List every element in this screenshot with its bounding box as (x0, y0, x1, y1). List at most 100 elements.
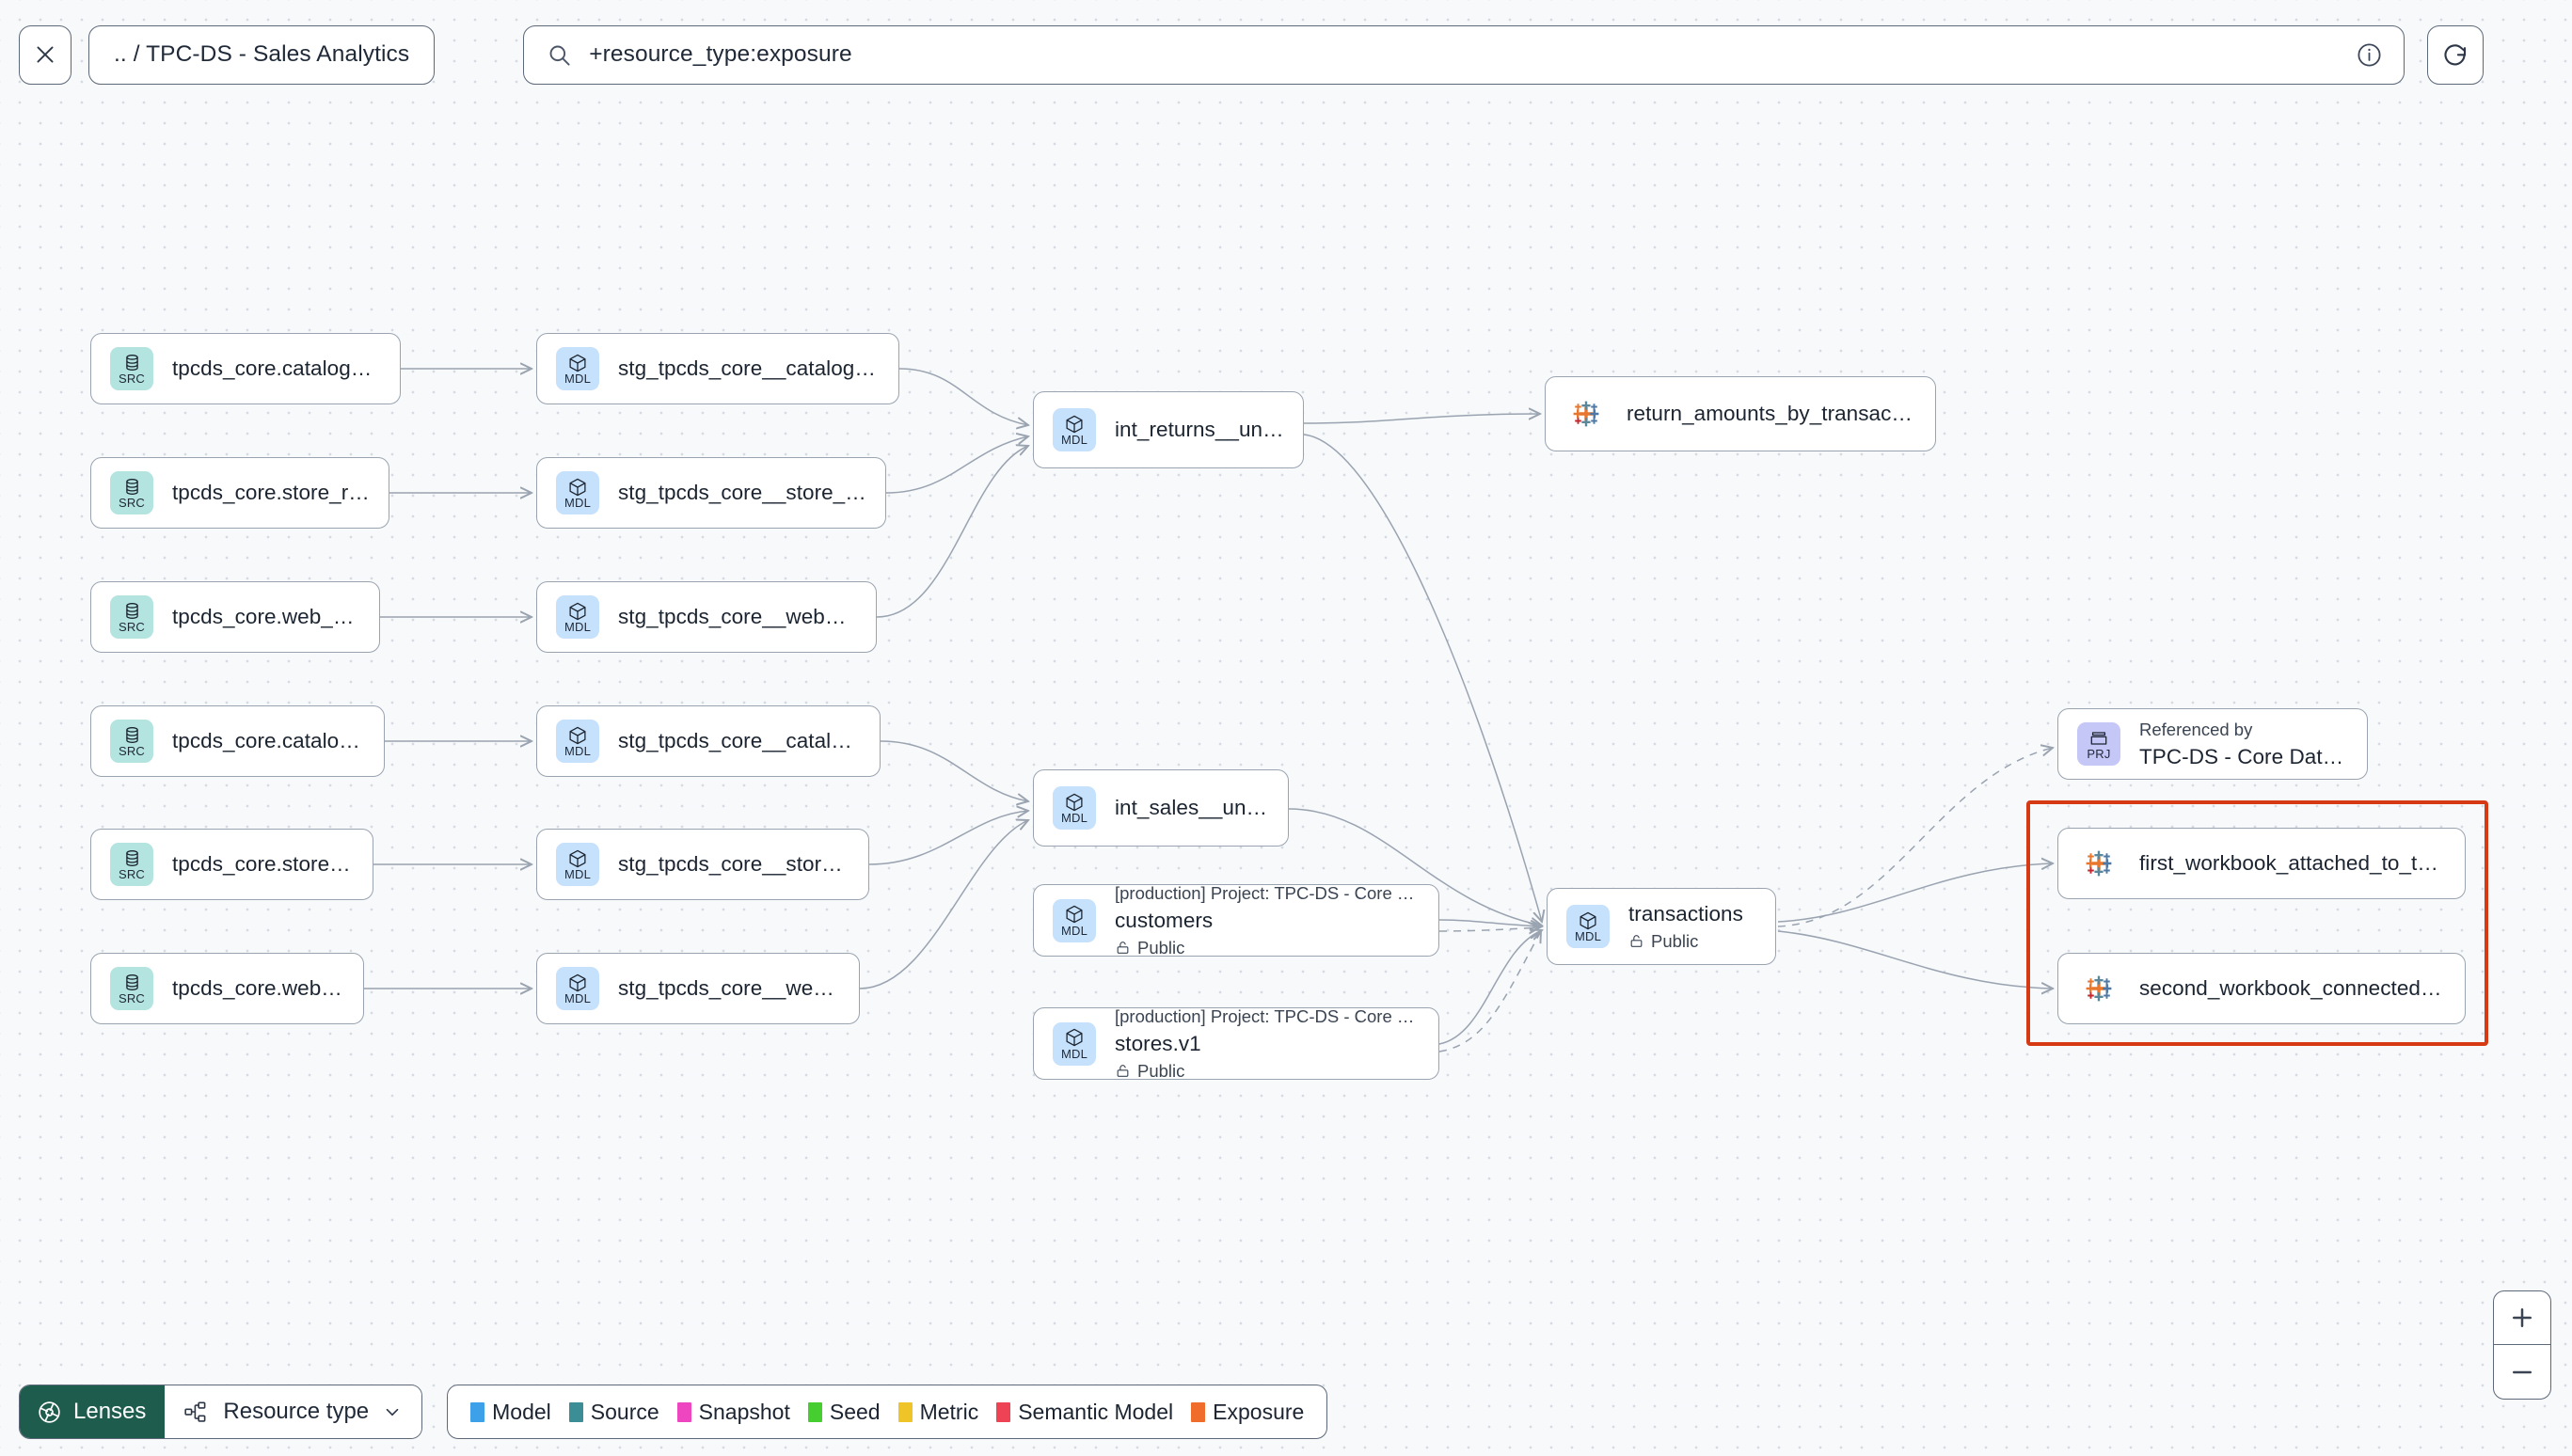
cube-icon (569, 602, 586, 620)
lineage-node-src_catalog_sales[interactable]: SRC tpcds_core.catalog_sales (90, 705, 385, 777)
resource-type-dropdown[interactable]: Resource type (165, 1385, 422, 1438)
node-labels: stg_tpcds_core__store_returns (618, 481, 866, 505)
search-icon (549, 45, 570, 66)
lineage-node-stg_catalog_sales[interactable]: MDL stg_tpcds_core__catalog_sales (536, 705, 881, 777)
legend-item-model[interactable]: Model (470, 1400, 551, 1425)
node-kind-label: SRC (118, 620, 146, 634)
node-title: second_workbook_connected_to_live… (2139, 976, 2446, 1000)
node-kind-label: MDL (564, 744, 592, 758)
lineage-node-customers[interactable]: MDL [production] Project: TPC-DS - Core D… (1033, 883, 1439, 958)
close-button[interactable] (19, 24, 71, 85)
node-labels: tpcds_core.store_returns (172, 481, 370, 505)
legend-item-snapshot[interactable]: Snapshot (676, 1399, 790, 1425)
lineage-node-stores_v1[interactable]: MDL [production] Project: TPC-DS - Core D… (1033, 1006, 1439, 1082)
lineage-node-stg_web_sales[interactable]: MDL stg_tpcds_core__web_sales (536, 953, 860, 1024)
close-icon (37, 46, 54, 63)
zoom-out-button[interactable] (2494, 1345, 2550, 1399)
src-badge: SRC (110, 967, 153, 1010)
tableau-icon (1573, 401, 1599, 427)
refresh-icon (2444, 44, 2467, 66)
node-title: transactions (1628, 901, 1743, 926)
lineage-node-src_store_sales[interactable]: SRC tpcds_core.store_sales (90, 829, 373, 900)
legend-label: Model (492, 1399, 551, 1424)
node-subtitle: Referenced by (2139, 719, 2253, 739)
cube-icon (1066, 1028, 1083, 1047)
node-kind-label: SRC (118, 496, 146, 510)
lineage-node-src_store_returns[interactable]: SRC tpcds_core.store_returns (90, 457, 389, 529)
node-kind-label: SRC (118, 867, 146, 881)
legend-item-semantic-model[interactable]: Semantic Model (996, 1400, 1173, 1425)
cube-icon (569, 478, 586, 496)
node-labels: tpcds_core.web_sales (172, 976, 344, 1001)
legend-swatch (470, 1401, 485, 1422)
node-labels: [production] Project: TPC-DS - Core Data… (1115, 883, 1420, 958)
unlock-icon (1117, 1065, 1129, 1077)
node-kind-label: MDL (564, 867, 592, 881)
node-title: tpcds_core.web_returns (172, 605, 360, 628)
lenses-label: Lenses (73, 1399, 147, 1424)
legend-item-exposure[interactable]: Exposure (1191, 1400, 1304, 1425)
node-kind-label: MDL (564, 991, 592, 1005)
node-labels: [production] Project: TPC-DS - Core Data… (1115, 1006, 1420, 1082)
node-labels: stg_tpcds_core__store_sales (618, 852, 849, 877)
search-input[interactable] (589, 41, 2340, 68)
bottom-toolbar: Lenses Resource type Model Source Snapshot… (19, 1385, 1328, 1439)
database-icon (125, 355, 138, 371)
refresh-button[interactable] (2427, 24, 2485, 85)
lineage-node-src_web_sales[interactable]: SRC tpcds_core.web_sales (90, 953, 364, 1024)
src-badge: SRC (110, 595, 153, 639)
src-badge: SRC (110, 471, 153, 514)
node-title: stg_tpcds_core__catalog_returns (618, 356, 880, 380)
search-bar[interactable] (523, 24, 2405, 85)
node-labels: tpcds_core.store_sales (172, 852, 354, 877)
breadcrumb-label: .. / TPC-DS - Sales Analytics (114, 41, 410, 67)
mdl-badge: MDL (556, 595, 599, 639)
mdl-badge: MDL (556, 843, 599, 886)
info-icon[interactable] (2356, 41, 2383, 69)
minus-icon (2513, 1370, 2532, 1373)
lineage-node-return_amounts[interactable]: return_amounts_by_transaction_type (1545, 376, 1936, 451)
tableau-icon (2086, 975, 2112, 1002)
cube-icon (569, 849, 586, 867)
legend-item-seed[interactable]: Seed (807, 1400, 881, 1425)
legend-swatch (897, 1401, 913, 1422)
unlock-icon (1630, 935, 1643, 947)
node-kind-label: SRC (118, 372, 146, 386)
lineage-node-first_workbook[interactable]: first_workbook_attached_to_tpc-ds_-_… (2057, 828, 2466, 899)
top-toolbar: .. / TPC-DS - Sales Analytics (0, 0, 2572, 109)
legend-label: Snapshot (698, 1399, 790, 1424)
zoom-in-button[interactable] (2494, 1291, 2550, 1345)
chevron-down-icon (386, 1408, 399, 1416)
node-visibility: Public (1115, 1061, 1420, 1082)
lenses-button[interactable]: Lenses (20, 1385, 166, 1438)
lineage-node-src_web_returns[interactable]: SRC tpcds_core.web_returns (90, 581, 380, 653)
node-labels: tpcds_core.web_returns (172, 605, 360, 629)
legend-item-source[interactable]: Source (568, 1400, 659, 1425)
node-title: stg_tpcds_core__catalog_sales (618, 729, 861, 752)
legend-label: Exposure (1213, 1399, 1305, 1424)
cube-icon (569, 354, 586, 372)
node-labels: tpcds_core.catalog_sales (172, 729, 365, 753)
node-labels: stg_tpcds_core__web_sales (618, 976, 840, 1001)
lineage-node-second_workbook[interactable]: second_workbook_connected_to_live… (2057, 953, 2466, 1024)
lineage-node-stg_store_sales[interactable]: MDL stg_tpcds_core__store_sales (536, 829, 869, 900)
node-kind-label: MDL (1060, 923, 1088, 938)
node-kind-label: MDL (1574, 929, 1602, 943)
src-badge: SRC (110, 720, 153, 763)
mdl-badge: MDL (1053, 898, 1096, 942)
breadcrumb[interactable]: .. / TPC-DS - Sales Analytics (88, 24, 436, 85)
legend-item-metric[interactable]: Metric (897, 1400, 978, 1425)
node-kind-label: MDL (1060, 1046, 1088, 1061)
node-labels: int_returns__unioned (1115, 418, 1284, 442)
